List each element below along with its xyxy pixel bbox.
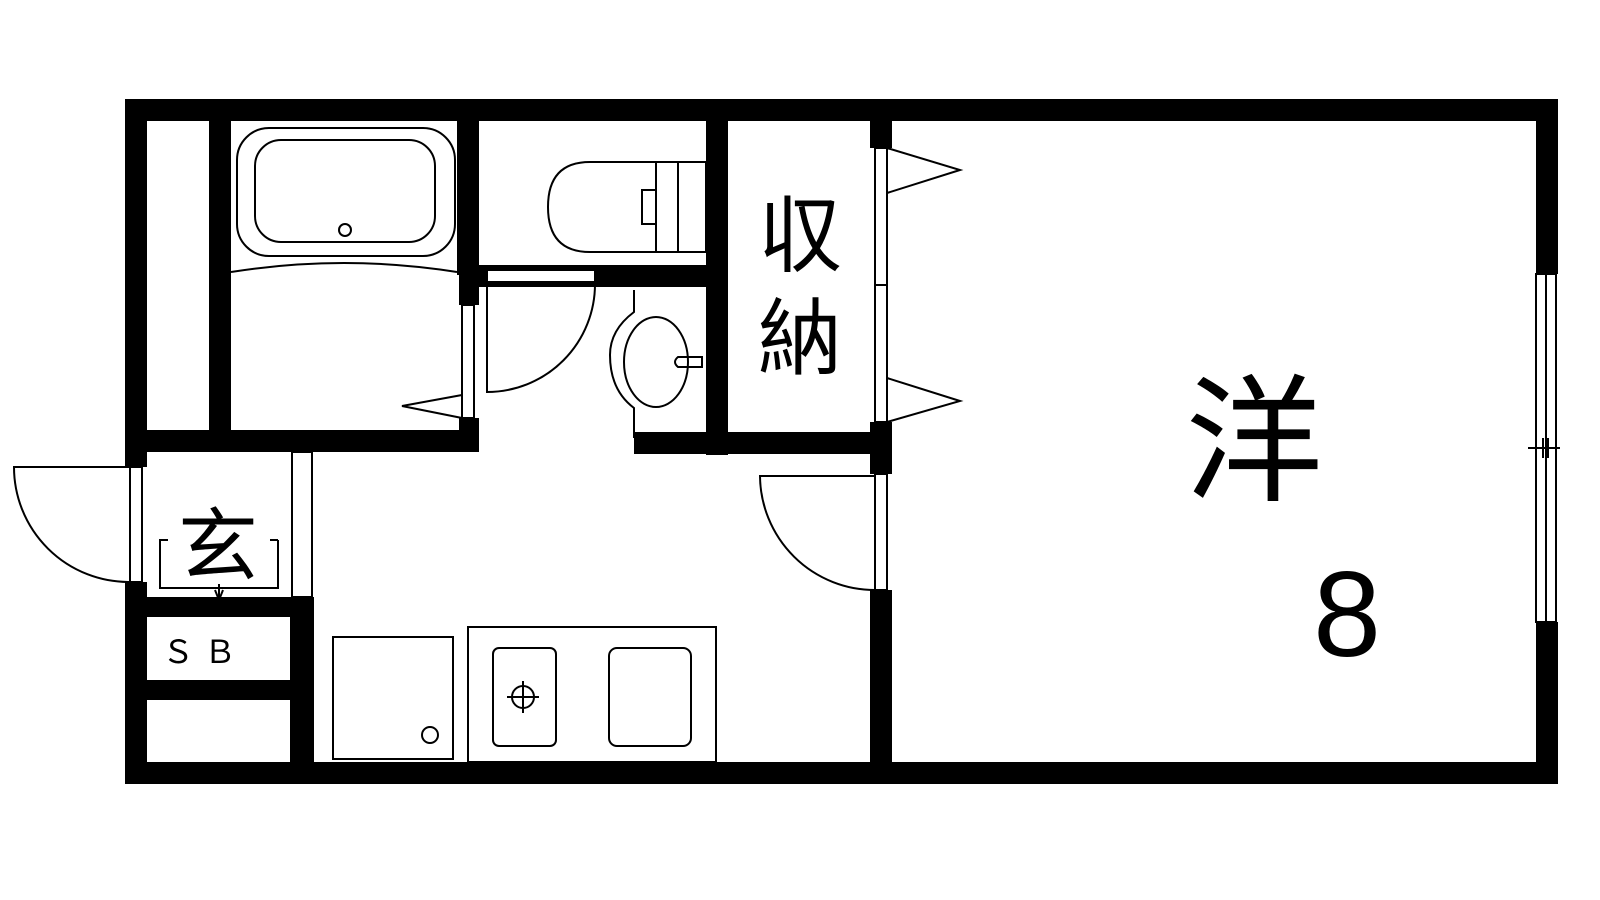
- room-door: [758, 473, 888, 591]
- entrance-door-leaf: [129, 466, 143, 583]
- room-door-leaf: [874, 473, 888, 591]
- western-room: 洋 8: [1185, 273, 1560, 682]
- toilet-bowl-icon: [546, 161, 657, 253]
- shoe-box-label: ＳＢ: [162, 633, 246, 671]
- wall-sb-bottom: [130, 680, 314, 700]
- storage-door-lower: [874, 284, 888, 423]
- wall-bath-bottom: [130, 430, 479, 452]
- window-latch-icon: [1528, 438, 1560, 458]
- fridge-space: [332, 636, 454, 760]
- wall-storage-left: [706, 110, 728, 455]
- wall-storage-bottom: [634, 432, 890, 454]
- wall-left-upper: [125, 99, 147, 467]
- bath-door: [461, 304, 475, 419]
- fridge-drain-icon: [421, 726, 439, 744]
- toilet-seat-hinge: [641, 189, 657, 225]
- kitchen-sink: [608, 647, 692, 747]
- bathtub-edge: [230, 262, 458, 273]
- wall-top: [125, 99, 1558, 121]
- storage: 収 納: [758, 147, 964, 423]
- wall-right-lower: [1536, 622, 1558, 784]
- entrance-label: 玄: [178, 500, 258, 593]
- bath-door-swing: [401, 394, 463, 419]
- storage-door-upper: [874, 147, 888, 286]
- wall-bath-left: [209, 110, 231, 435]
- toilet-door-swing: [486, 282, 596, 394]
- shoe-box: ＳＢ: [162, 633, 246, 671]
- stove-burner-cross: [507, 681, 539, 713]
- toilet-room: [546, 161, 707, 253]
- storage-door-upper-swing: [886, 147, 964, 194]
- storage-door-lower-swing: [886, 377, 964, 423]
- washbasin-counter: [608, 290, 635, 438]
- entrance-door-swing: [12, 466, 131, 584]
- entrance-step-marks: [159, 539, 279, 545]
- toilet-tank-back: [677, 161, 707, 253]
- toilet-door: [486, 269, 596, 283]
- faucet-icon: [674, 356, 703, 368]
- western-room-label: 洋: [1185, 362, 1323, 523]
- stove: [492, 647, 557, 747]
- kitchen: [332, 626, 717, 763]
- entrance: 玄: [12, 451, 313, 603]
- western-room-size: 8: [1313, 546, 1381, 682]
- interior-walls: [130, 110, 892, 782]
- room-door-swing: [758, 475, 876, 591]
- wall-bath-right-upper: [457, 110, 479, 275]
- bathtub-outer: [236, 127, 456, 257]
- wall-right-upper: [1536, 99, 1558, 274]
- wall-bottom: [125, 762, 1558, 784]
- wall-room-divider-mid: [870, 422, 892, 474]
- bathroom: [230, 127, 475, 419]
- wall-room-divider-bottom: [870, 590, 892, 780]
- entrance-arrow-icon: [214, 584, 224, 603]
- bathtub-inner: [254, 139, 436, 243]
- kitchen-counter: [467, 626, 717, 763]
- toilet-tank: [655, 161, 679, 253]
- washroom: [486, 269, 703, 438]
- washbasin-bowl-icon: [623, 316, 689, 408]
- wall-room-divider-top: [870, 110, 892, 148]
- storage-label-bottom: 納: [758, 290, 842, 388]
- bathtub-drain-icon: [338, 223, 352, 237]
- entrance-partition: [291, 451, 313, 598]
- storage-label-top: 収: [758, 187, 842, 285]
- wall-sb-top: [130, 597, 314, 617]
